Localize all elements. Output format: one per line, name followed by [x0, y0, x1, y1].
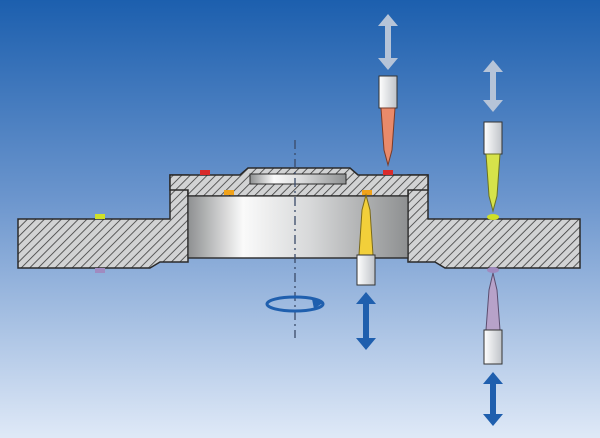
- green-contact-marker: [95, 214, 105, 219]
- violet-contact-marker: [95, 268, 105, 273]
- orange-contact-marker: [224, 190, 234, 195]
- light-double-arrow-icon: [378, 14, 398, 70]
- rotation-arrow-icon: [265, 295, 325, 313]
- bottom-center-probe: [356, 193, 376, 350]
- light-double-arrow-icon-2: [483, 60, 503, 112]
- top-left-probe: [378, 14, 398, 167]
- blue-double-arrow-icon-2: [483, 372, 503, 426]
- center-recess: [249, 173, 347, 185]
- green-contact-marker-2: [487, 214, 499, 220]
- violet-contact-marker-2: [487, 267, 499, 273]
- top-right-probe: [483, 60, 503, 213]
- orange-contact-marker-2: [362, 190, 372, 195]
- inner-bore: [187, 195, 409, 259]
- red-contact-marker: [200, 170, 210, 175]
- red-contact-marker-2: [383, 170, 393, 175]
- blue-double-arrow-icon: [356, 292, 376, 350]
- bottom-right-probe: [483, 272, 503, 426]
- left-flange-section: [17, 174, 189, 269]
